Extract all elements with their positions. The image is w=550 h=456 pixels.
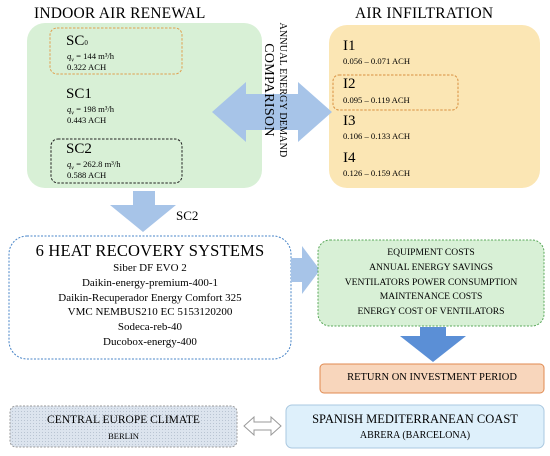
- hrs-panel: [8, 235, 292, 360]
- i4-range: 0.126 – 0.159 ACH: [343, 168, 411, 178]
- sc0-ach: 0.322 ACH: [67, 62, 107, 72]
- hrs-item: Siber DF EVO 2: [113, 262, 187, 274]
- sc2-flow: qv = 262.8 m³/h: [67, 159, 121, 172]
- sc2-ach: 0.588 ACH: [67, 170, 107, 180]
- i3-range: 0.106 – 0.133 ACH: [343, 131, 411, 141]
- sc1-label: SC1: [66, 86, 92, 102]
- i3-label: I3: [343, 113, 356, 129]
- i2-label: I2: [343, 76, 356, 92]
- sc2-label: SC2: [66, 141, 92, 157]
- sc0-box: [49, 27, 183, 75]
- central-europe-panel: [9, 405, 238, 448]
- i2-range: 0.095 – 0.119 ACH: [343, 95, 410, 105]
- hrs-item: VMC NEMBUS210 EC 5153120200: [67, 306, 233, 319]
- hrs-list: Siber DF EVO 2 Daikin-energy-premium-400…: [9, 261, 291, 350]
- hrs-title: 6 HEAT RECOVERY SYSTEMS: [35, 241, 265, 260]
- roi-panel: [319, 363, 545, 394]
- i2-box: [332, 74, 459, 111]
- spanish-coast-city: ABRERA (BARCELONA): [359, 430, 471, 441]
- comparison-double-arrow: [212, 82, 332, 142]
- down-arrow-sc2: [110, 191, 176, 232]
- sc0-label: SC0: [66, 33, 88, 49]
- climate-double-arrow: [243, 415, 282, 437]
- indoor-air-renewal-title: INDOOR AIR RENEWAL: [34, 5, 206, 22]
- central-europe-title: CENTRAL EUROPE CLIMATE: [47, 414, 200, 426]
- i1-label: I1: [343, 38, 356, 54]
- costs-list: EQUIPMENT COSTS ANNUAL ENERGY SAVINGS VE…: [318, 246, 544, 320]
- sc1-flow: qv = 198 m³/h: [67, 104, 115, 117]
- sc2-box: [50, 138, 183, 184]
- hrs-item: Ducobox-energy-400: [103, 335, 197, 348]
- comparison-line-1: ANNUAL ENERGY DEMAND: [277, 22, 288, 158]
- infiltration-panel: [329, 25, 540, 188]
- spanish-coast-title: SPANISH MEDITERRANEAN COAST: [312, 412, 518, 426]
- sc1-ach: 0.443 ACH: [67, 115, 107, 125]
- indoor-panel: [27, 23, 262, 188]
- cost-item: ANNUAL ENERGY SAVINGS: [369, 261, 493, 273]
- hrs-item: Sodeca-reb-40: [117, 321, 183, 334]
- cost-item: VENTILATORS POWER CONSUMPTION: [344, 276, 518, 288]
- right-arrow-costs: [291, 246, 320, 294]
- down-arrow-label: SC2: [176, 208, 199, 223]
- spanish-coast-panel: [285, 404, 545, 449]
- cost-item: EQUIPMENT COSTS: [387, 247, 475, 258]
- air-infiltration-title: AIR INFILTRATION: [355, 5, 494, 22]
- i4-label: I4: [343, 150, 356, 166]
- costs-panel: [317, 239, 545, 327]
- roi-label: RETURN ON INVESTMENT PERIOD: [347, 372, 517, 383]
- down-arrow-roi: [400, 327, 466, 362]
- hrs-item: Daikin-Recuperador Energy Comfort 325: [58, 291, 242, 304]
- comparison-line-2: COMPARISON: [261, 43, 276, 137]
- i1-range: 0.056 – 0.071 ACH: [343, 56, 411, 66]
- sc0-flow: qv = 144 m³/h: [67, 51, 115, 64]
- cost-item: MAINTENANCE COSTS: [379, 291, 483, 303]
- hrs-item: Daikin-energy-premium-400-1: [81, 276, 219, 289]
- cost-item: ENERGY COST OF VENTILATORS: [357, 306, 505, 318]
- central-europe-city: BERLIN: [108, 431, 139, 441]
